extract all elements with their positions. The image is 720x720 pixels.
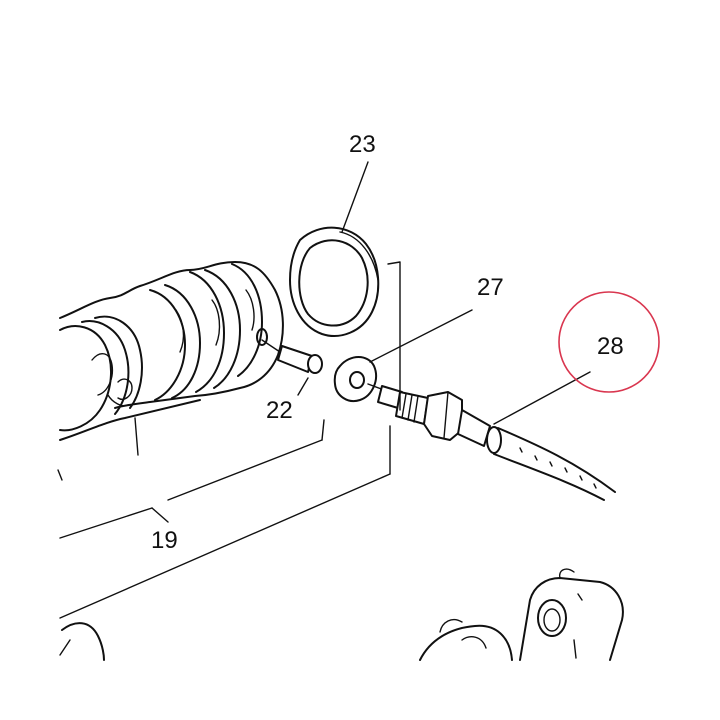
- lower-housing-parts: [59, 568, 624, 661]
- pin-part-22: [261, 339, 323, 396]
- seal-ring-part-23: [289, 161, 380, 337]
- callout-27: 27: [477, 274, 504, 301]
- gear-shaft-assembly: [57, 261, 284, 481]
- washer-part-27: [333, 309, 473, 402]
- callout-23: 23: [349, 131, 376, 158]
- callout-19-bracket: [59, 261, 401, 619]
- callout-19: 19: [151, 527, 178, 554]
- callout-22: 22: [266, 397, 293, 424]
- highlight-circle: [558, 291, 660, 393]
- sensor-connector-part-28: [377, 371, 616, 501]
- callout-28: 28: [597, 333, 624, 360]
